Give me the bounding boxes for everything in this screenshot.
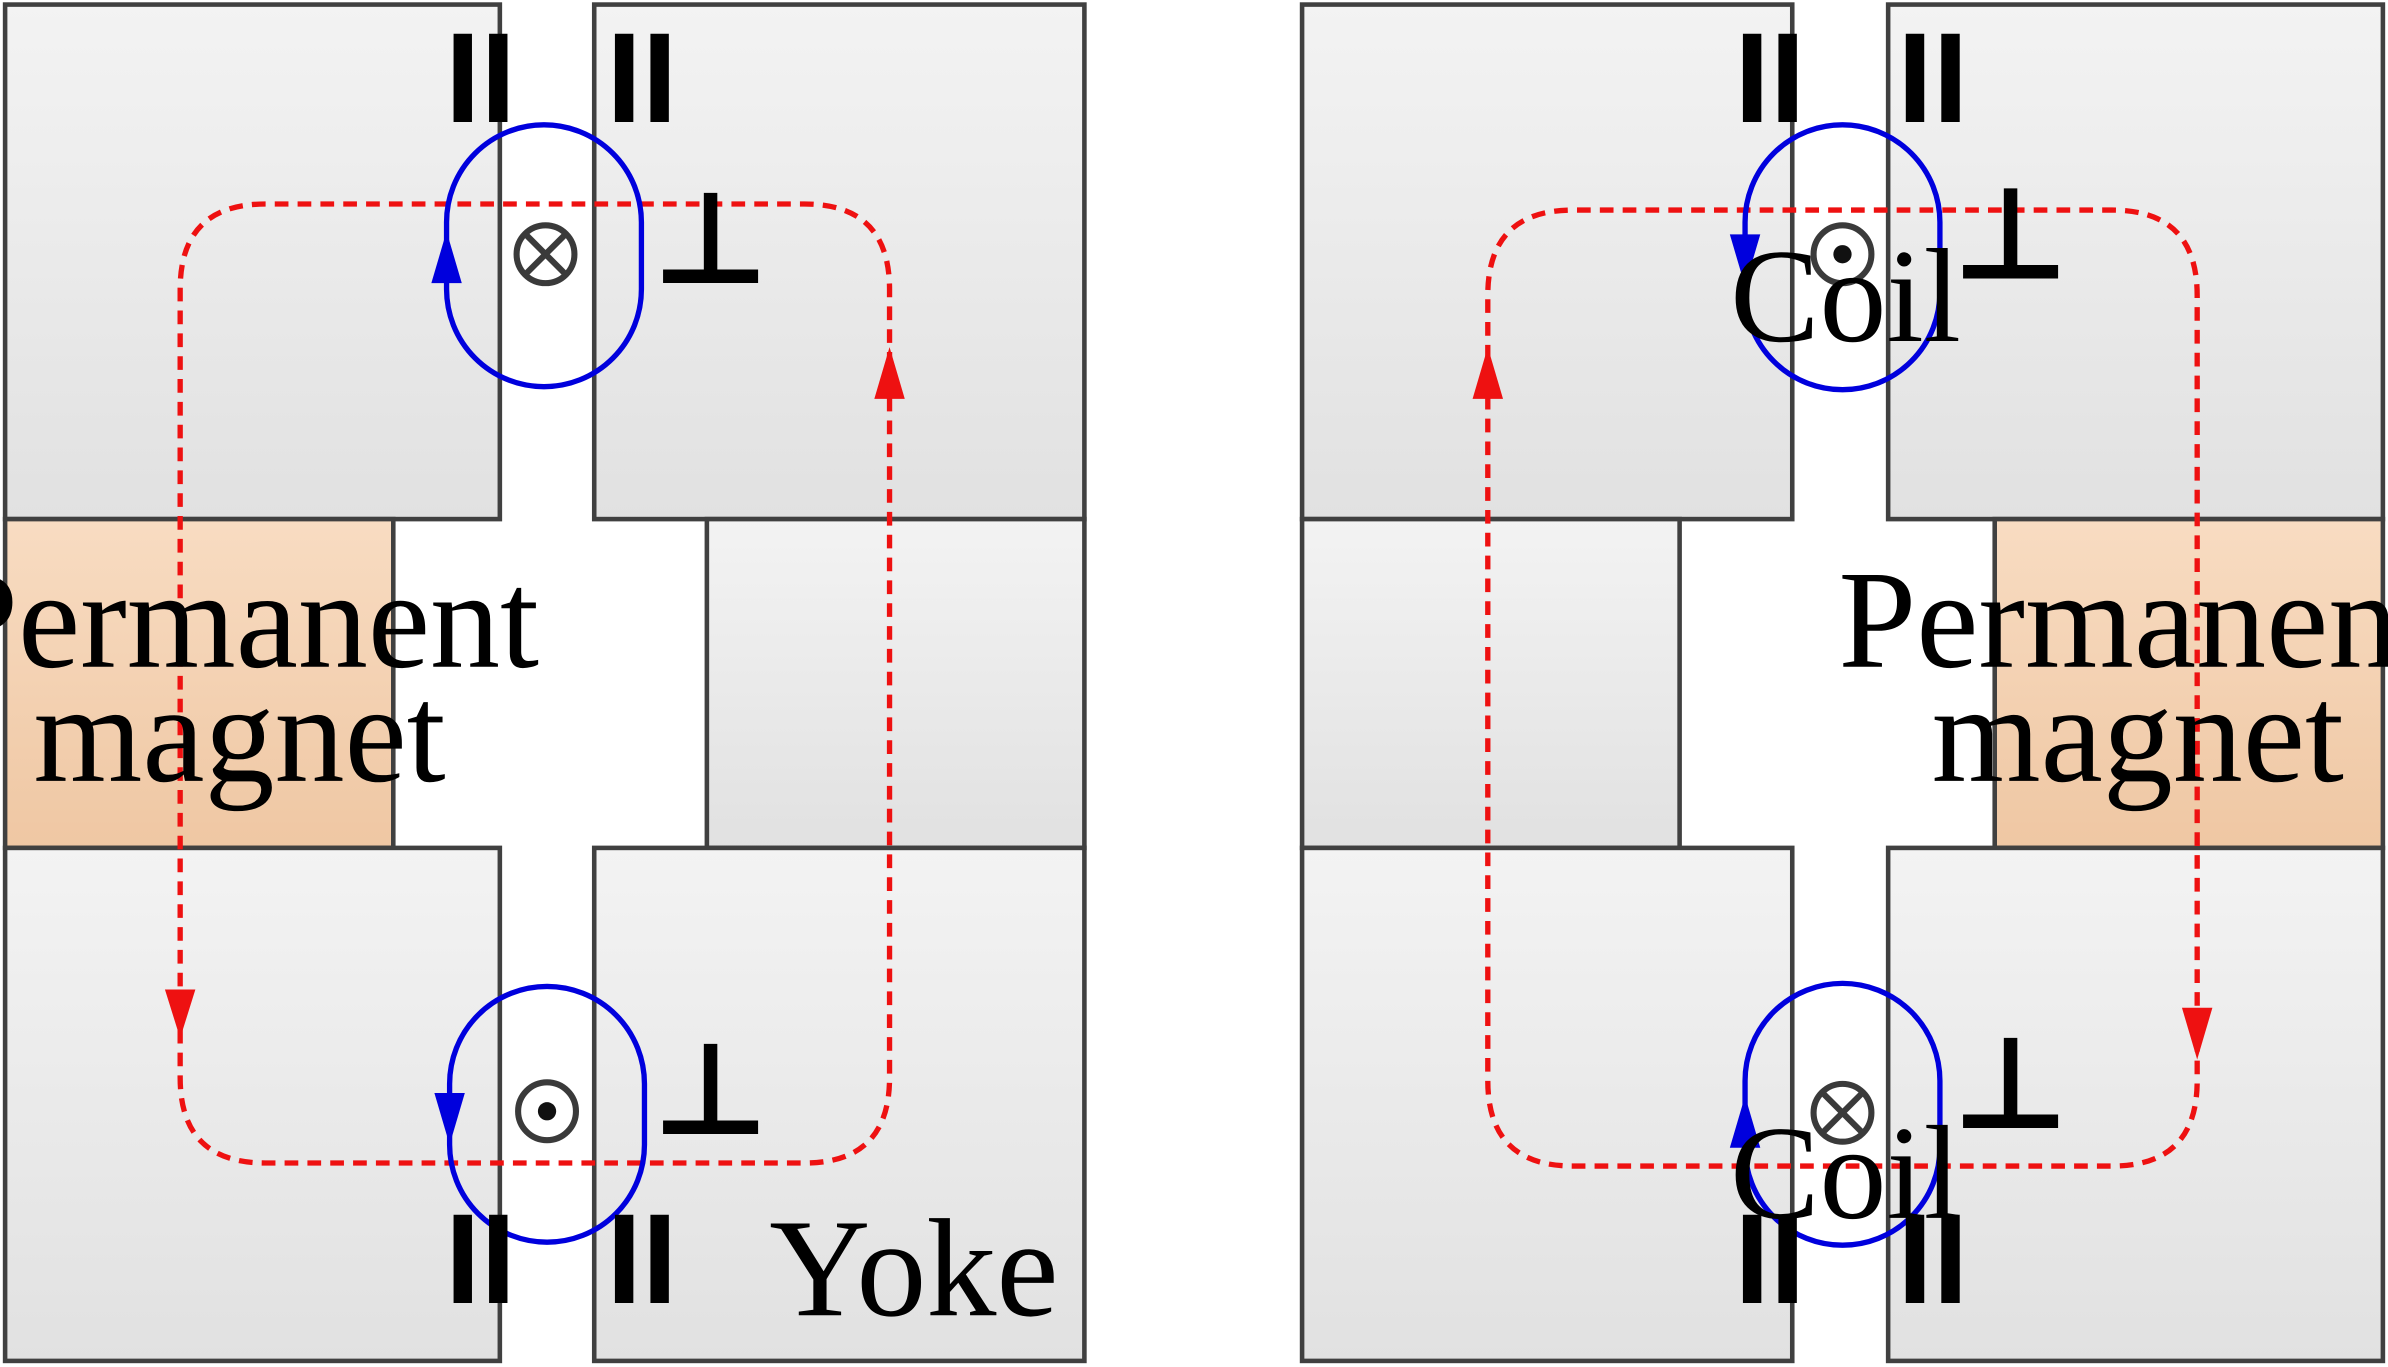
yoke-block-bottom-right xyxy=(1885,845,2386,1364)
parallel-mark: II xyxy=(1897,7,1968,150)
magnet-label-line1: Permanent xyxy=(1838,543,2388,698)
yoke-block-bottom-left xyxy=(2,845,503,1364)
perpendicular-mark: ⊥ xyxy=(1952,164,2069,307)
perpendicular-mark: ⊥ xyxy=(652,168,769,311)
parallel-mark: II xyxy=(445,1188,516,1331)
coil-arrow-up xyxy=(1729,1096,1761,1148)
flux-arrow-down xyxy=(2181,1007,2213,1060)
coil-arrow-up xyxy=(431,231,462,284)
left-assembly: II II II II ⊥ ⊥ Permanent magnet Yoke xyxy=(0,2,1087,1364)
parallel-mark: II xyxy=(445,7,516,150)
current-out-of-page-icon xyxy=(1810,222,1875,287)
current-into-page-icon xyxy=(513,222,578,287)
flux-arrow-up xyxy=(874,347,905,399)
magnet-label-line1: Permanent xyxy=(0,543,539,698)
flux-arrow-up xyxy=(1472,347,1504,399)
yoke-block-bottom-right xyxy=(591,845,1087,1364)
coil-arrow-down xyxy=(434,1092,465,1145)
right-assembly: II II II II ⊥ ⊥ Coil Coil Permanent magn… xyxy=(1299,2,2388,1364)
parallel-mark: II xyxy=(1734,1188,1805,1331)
permanent-magnet xyxy=(1992,516,2386,851)
coil-arrow-down xyxy=(1729,234,1761,287)
magnet-label-line2: magnet xyxy=(33,657,445,812)
yoke-block-bottom-left xyxy=(1299,845,1795,1364)
perpendicular-mark: ⊥ xyxy=(1952,1013,2069,1156)
flux-path xyxy=(177,201,893,1166)
yoke-spacer xyxy=(1299,516,1682,851)
parallel-mark: II xyxy=(1734,7,1805,150)
permanent-magnet xyxy=(2,516,396,851)
coil-label-top: Coil xyxy=(1730,222,1961,370)
current-out-of-page-icon xyxy=(515,1079,580,1144)
perpendicular-mark: ⊥ xyxy=(652,1019,769,1162)
yoke-block-top-left xyxy=(1299,2,1795,522)
yoke-block-top-left xyxy=(2,2,503,522)
coil-label-bottom: Coil xyxy=(1730,1099,1961,1247)
parallel-mark: II xyxy=(1897,1188,1968,1331)
yoke-spacer xyxy=(704,516,1087,851)
flux-arrow-down xyxy=(164,989,196,1039)
current-into-page-icon xyxy=(1810,1080,1875,1145)
parallel-mark: II xyxy=(606,1188,677,1331)
yoke-block-top-right xyxy=(1885,2,2386,522)
yoke-label: Yoke xyxy=(769,1191,1058,1346)
yoke-block-top-right xyxy=(591,2,1087,522)
parallel-mark: II xyxy=(606,7,677,150)
magnet-label-line2: magnet xyxy=(1932,657,2344,812)
